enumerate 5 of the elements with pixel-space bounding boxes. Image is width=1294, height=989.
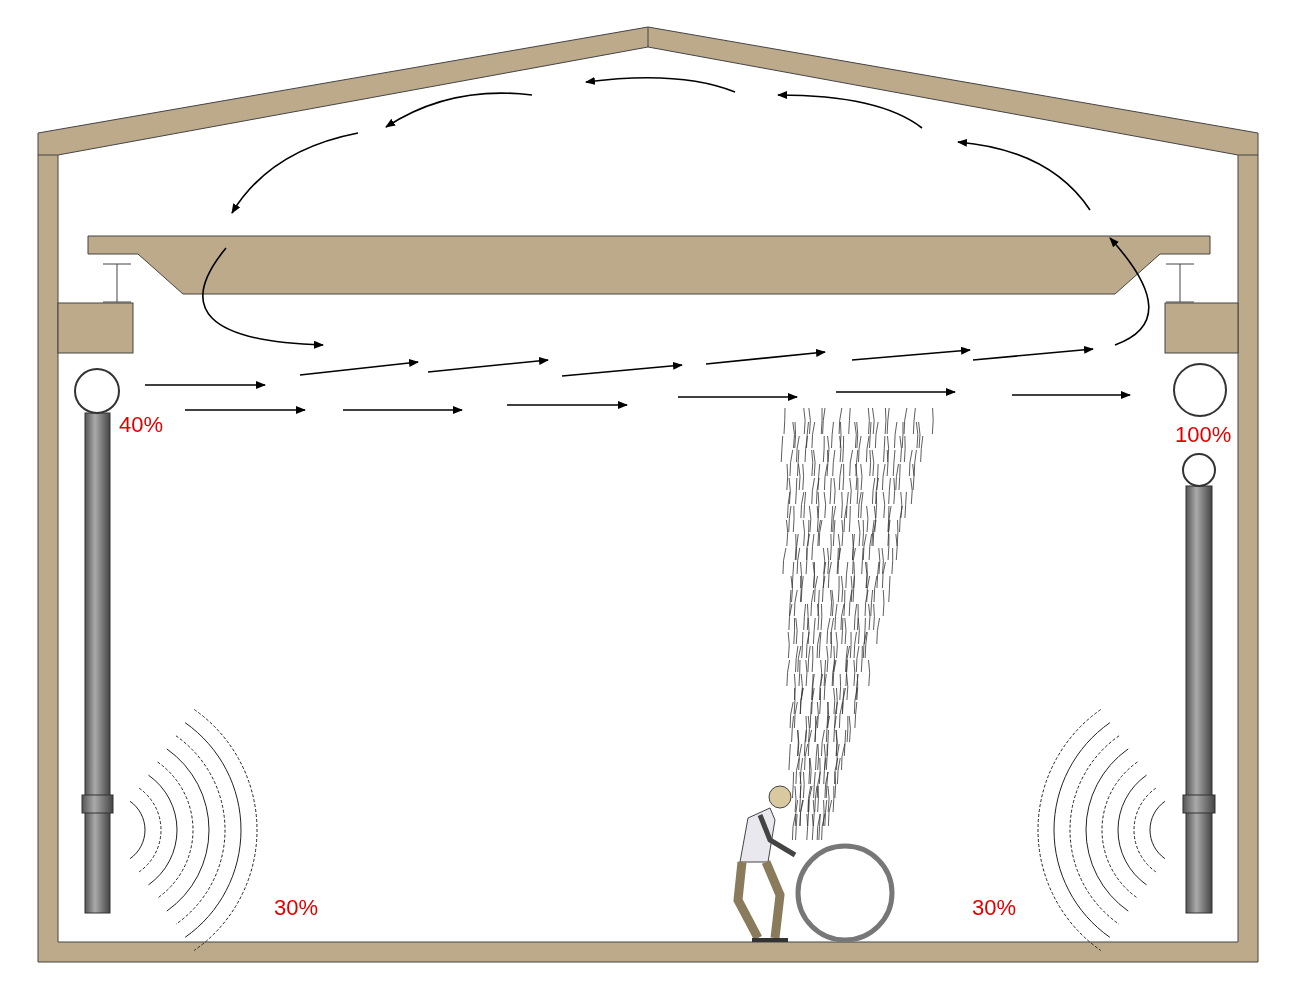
percentage-label: 30%: [972, 897, 1017, 919]
percentage-label: 40%: [119, 414, 164, 436]
percentage-label: 100%: [1175, 424, 1232, 446]
ceiling-beam: [87, 235, 1211, 295]
percentage-label: 30%: [274, 897, 319, 919]
